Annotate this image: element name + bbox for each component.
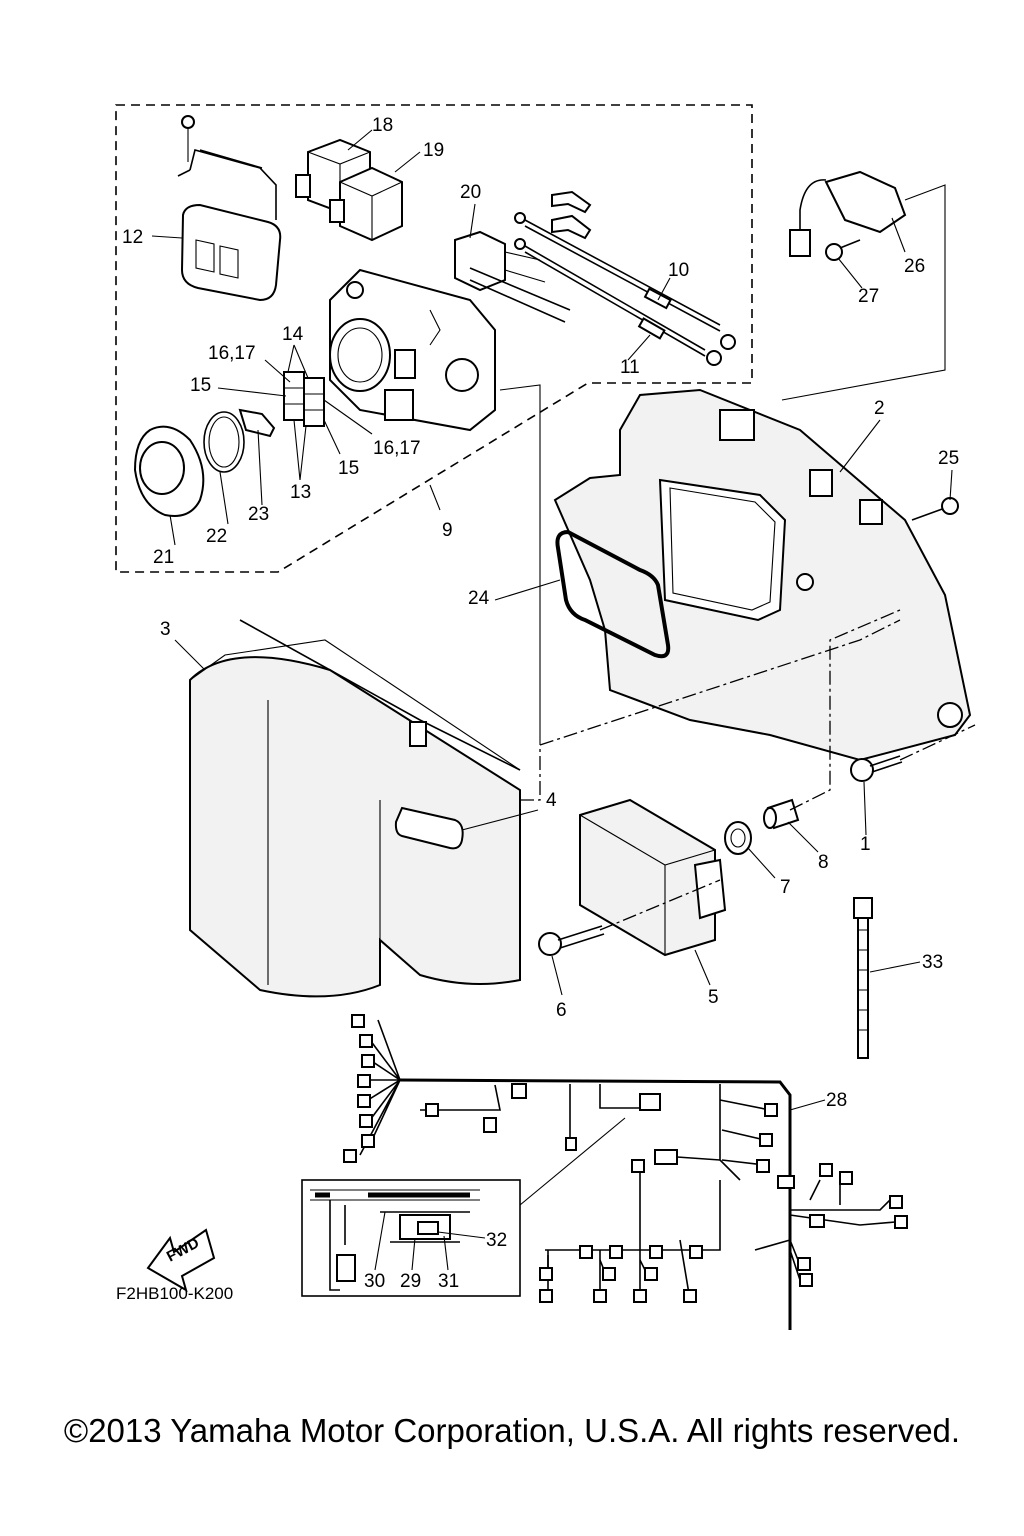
- part-26-guide: [781, 184, 946, 401]
- part-11-cable: [514, 238, 722, 366]
- harness-detail-leader: [519, 1117, 626, 1206]
- callout-2: 2: [874, 398, 885, 419]
- callout-26: 26: [904, 256, 925, 277]
- callout-16-17-top: 16,17: [208, 343, 256, 364]
- part-8-collar: [763, 798, 800, 830]
- callout-14: 14: [282, 324, 304, 345]
- callout-27: 27: [858, 286, 879, 307]
- part-21-cap: [133, 425, 205, 517]
- callout-30: 30: [364, 1271, 385, 1292]
- callout-24: 24: [468, 588, 490, 609]
- subassembly-boundary: [115, 104, 753, 573]
- parts-13-17-terminal-blocks: [283, 371, 325, 427]
- guide-line-box: [499, 384, 541, 745]
- part-22-o-ring: [203, 411, 245, 473]
- part-28-wire-harness: [343, 1014, 908, 1330]
- callout-20: 20: [460, 182, 481, 203]
- part-6-bolt: [538, 925, 605, 956]
- part-20-sensor: [454, 230, 546, 292]
- callout-15-left: 15: [190, 375, 211, 396]
- callout-3: 3: [160, 619, 171, 640]
- callout-8: 8: [818, 852, 829, 873]
- part-27-screw: [825, 239, 861, 261]
- callout-10: 10: [668, 260, 689, 281]
- callout-4: 4: [546, 790, 557, 811]
- callout-7: 7: [780, 877, 791, 898]
- part-2-housing: [553, 388, 972, 762]
- callout-12: 12: [122, 227, 143, 248]
- part-26-sensor: [789, 170, 907, 257]
- hose-fittings: [469, 190, 592, 323]
- part-1-bolt: [850, 755, 903, 782]
- callout-23: 23: [248, 504, 269, 525]
- callout-21: 21: [153, 547, 174, 568]
- part-9-control-box: [329, 268, 496, 432]
- fwd-arrow-icon: [146, 1228, 216, 1293]
- callout-22: 22: [206, 526, 227, 547]
- callout-6: 6: [556, 1000, 567, 1021]
- callout-18: 18: [372, 115, 393, 136]
- callout-25: 25: [938, 448, 959, 469]
- assembly-axis-2: [789, 609, 901, 811]
- part-19-relay: [329, 166, 403, 242]
- callout-32: 32: [486, 1230, 507, 1251]
- callout-13: 13: [290, 482, 311, 503]
- detail-inset: [301, 1179, 521, 1297]
- part-5-ecm: [579, 798, 727, 957]
- part-23-connector: [238, 408, 276, 438]
- callout-15-right: 15: [338, 458, 359, 479]
- callout-16-17-bottom: 16,17: [373, 438, 421, 459]
- callout-28: 28: [826, 1090, 847, 1111]
- callout-5: 5: [708, 987, 719, 1008]
- leader-lines: [151, 129, 953, 1271]
- part-33-cable-tie: [853, 897, 873, 1059]
- copyright-notice: ©2013 Yamaha Motor Corporation, U.S.A. A…: [63, 1412, 961, 1449]
- part-25-bolt: [911, 497, 959, 521]
- assembly-axis-3: [599, 879, 721, 931]
- diagram-code: F2HB100-K200: [116, 1284, 233, 1303]
- callout-29: 29: [400, 1271, 421, 1292]
- part-24-gasket: [555, 529, 671, 659]
- part-3-cover: [189, 619, 521, 998]
- part-12-cover: [177, 115, 282, 302]
- assembly-axis-1: [899, 724, 976, 761]
- callout-31: 31: [438, 1271, 459, 1292]
- callout-1: 1: [860, 834, 871, 855]
- part-10-cable: [514, 212, 736, 350]
- callout-19: 19: [423, 140, 444, 161]
- callout-9: 9: [442, 520, 453, 541]
- callout-33: 33: [922, 952, 943, 973]
- part-7-grommet: [724, 821, 752, 855]
- callout-11: 11: [620, 357, 640, 378]
